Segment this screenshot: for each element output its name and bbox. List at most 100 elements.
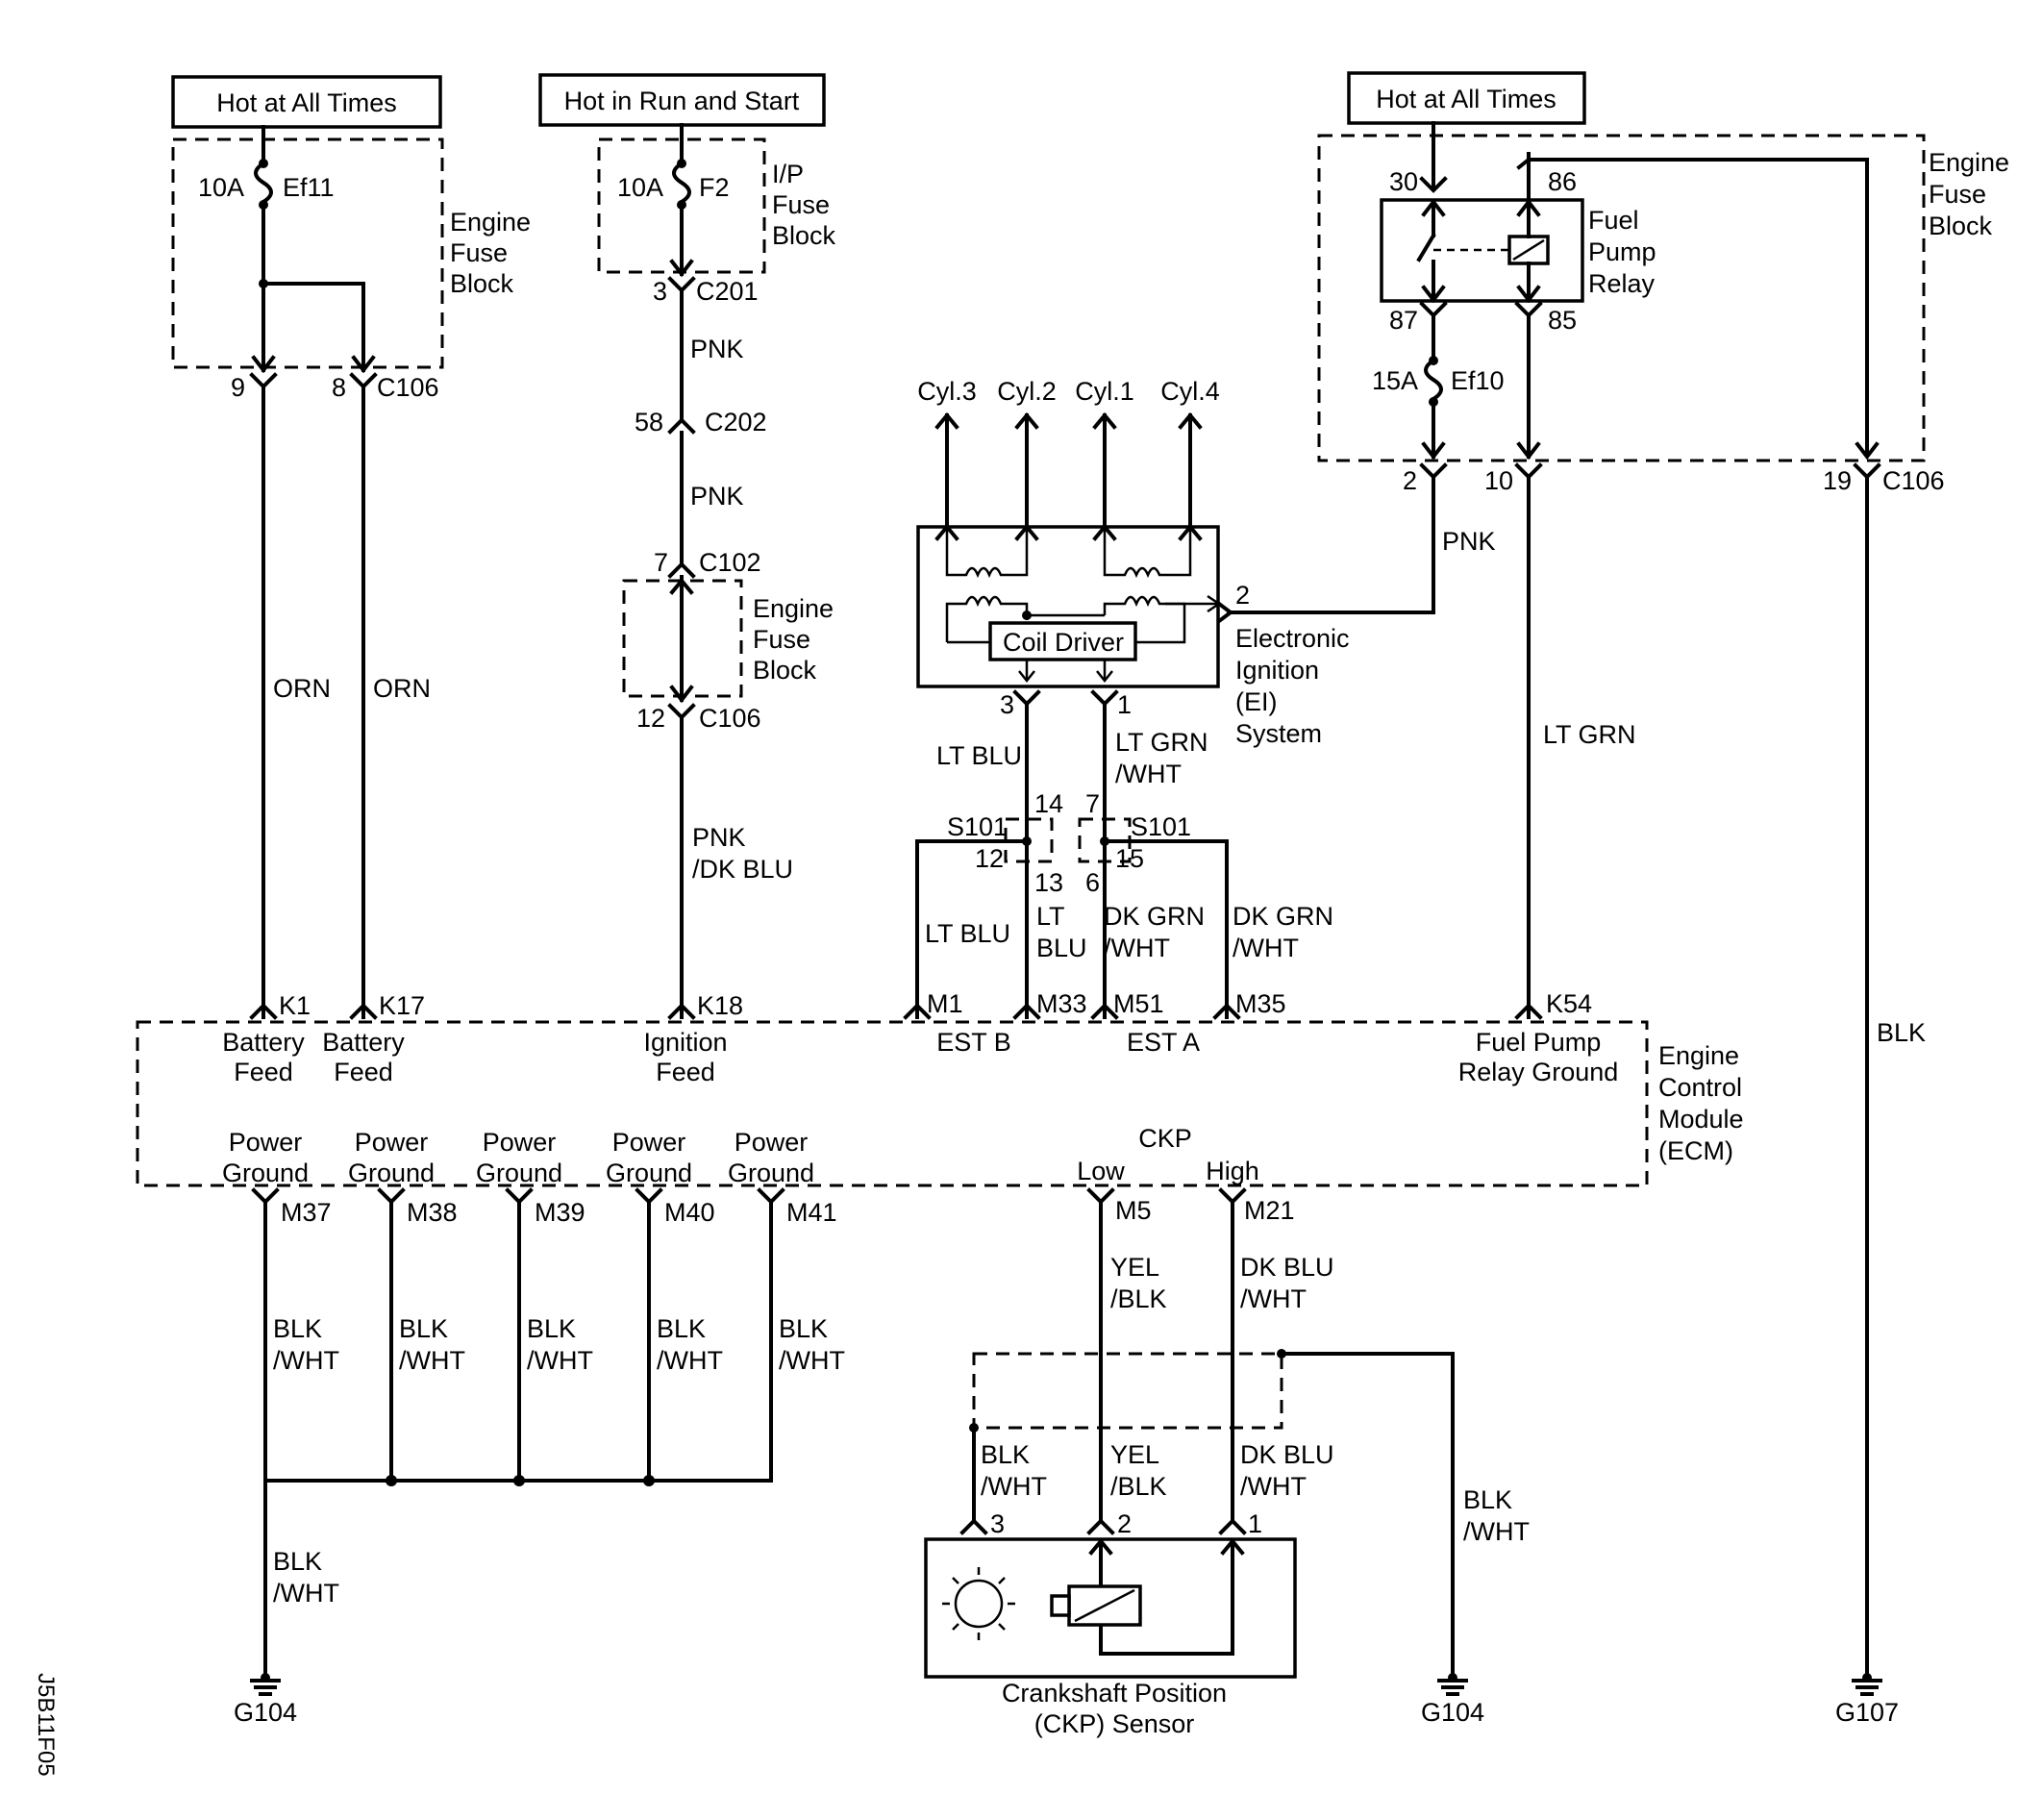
ckp-sensor: 3 2 1 Crankshaft Position (CKP) Sensor <box>924 1509 1297 1738</box>
label-engine-fuse-block-mid-1: Engine <box>753 594 834 623</box>
label-s101-pin-15: 15 <box>1115 844 1144 873</box>
label-battery-feed-1a: Battery <box>222 1028 305 1057</box>
ckp-shield: BLK /WHT YEL /BLK DK BLU /WHT BLK /WHT <box>969 1349 1530 1680</box>
wire-lt-blu-m1 <box>915 839 1029 1019</box>
label-wire-blk-wht-m38-2: /WHT <box>399 1346 465 1375</box>
label-ckp-pin-2: 2 <box>1117 1509 1132 1538</box>
fuel-pump-relay: 30 86 87 85 Fuel Pump Relay <box>1380 121 1869 454</box>
label-power-ground-m37-a: Power <box>229 1128 303 1157</box>
label-wire-yel-blk-3: YEL <box>1110 1440 1159 1469</box>
connector-c202: 58 C202 <box>635 408 767 436</box>
label-wire-blk-wht-g104r-1: BLK <box>1463 1485 1512 1514</box>
label-battery-feed-2a: Battery <box>322 1028 405 1057</box>
label-ckp-sensor-1: Crankshaft Position <box>1002 1679 1227 1708</box>
label-ckp-pin-3: 3 <box>990 1509 1005 1538</box>
label-ckp-high: High <box>1206 1157 1259 1185</box>
label-engine-fuse-block-mid-2: Fuse <box>753 625 810 654</box>
label-s101-left: S101 <box>947 812 1008 841</box>
label-wire-pnk-dk-blu-1: PNK <box>692 823 746 852</box>
label-wire-blk-wht-m37-2: /WHT <box>273 1346 339 1375</box>
label-pin-k54: K54 <box>1546 989 1592 1018</box>
label-pin-m37: M37 <box>281 1198 332 1227</box>
wire-dk-grn-wht-m35 <box>1103 839 1229 1019</box>
label-ckp-pin-1: 1 <box>1248 1509 1262 1538</box>
label-wire-blk-wht-m40-1: BLK <box>657 1314 706 1343</box>
label-pin-2-c106: 2 <box>1403 466 1417 495</box>
label-s101-right: S101 <box>1131 812 1191 841</box>
label-wire-blk-wht-g104-2: /WHT <box>273 1579 339 1608</box>
label-power-ground-m41-b: Ground <box>728 1159 814 1187</box>
label-coil-driver: Coil Driver <box>1003 628 1124 657</box>
label-pin-m33: M33 <box>1036 989 1087 1018</box>
label-pin-m51: M51 <box>1113 989 1164 1018</box>
label-cyl-3: Cyl.3 <box>917 377 977 406</box>
label-power-ground-m41-a: Power <box>735 1128 809 1157</box>
label-engine-fuse-block-left-1: Engine <box>450 208 531 237</box>
fuse-f2-symbol <box>672 161 691 205</box>
label-pin-10-c106: 10 <box>1484 466 1513 495</box>
label-wire-blk-wht-drain-1: BLK <box>981 1440 1030 1469</box>
engine-fuse-block-right: Engine Fuse Block <box>1317 134 2009 462</box>
label-cyl-2: Cyl.2 <box>997 377 1057 406</box>
label-c202: C202 <box>705 408 767 436</box>
power-source-hot-in-run-start: Hot in Run and Start <box>538 73 826 127</box>
label-engine-fuse-block-mid-3: Block <box>753 656 817 685</box>
power-ground-wires: BLK /WHT BLK /WHT BLK /WHT BLK /WHT BLK … <box>263 1200 845 1680</box>
label-power-ground-m38-b: Ground <box>348 1159 435 1187</box>
label-cyl-1: Cyl.1 <box>1075 377 1134 406</box>
label-wire-blk-wht-m41-1: BLK <box>779 1314 828 1343</box>
label-wire-dk-grn-m51-1: DK GRN <box>1104 902 1205 931</box>
label-fuel-pump-relay-3: Relay <box>1588 269 1656 298</box>
label-cyl-4: Cyl.4 <box>1160 377 1220 406</box>
label-wire-blk-g107: BLK <box>1877 1018 1926 1047</box>
label-wire-orn-1: ORN <box>273 674 331 703</box>
power-source-hot-at-all-times-left: Hot at All Times <box>171 75 442 129</box>
ecm-top-pins: K1 K17 K18 M1 M33 M51 M35 K54 <box>249 989 1592 1020</box>
label-pin-m40: M40 <box>664 1198 715 1227</box>
label-c106-left: C106 <box>377 373 439 402</box>
connector-c201: 3 C201 <box>653 276 759 306</box>
label-wire-dk-grn-m35-1: DK GRN <box>1233 902 1333 931</box>
label-ef11: Ef11 <box>283 173 335 202</box>
label-wire-blk-wht-m39-1: BLK <box>527 1314 576 1343</box>
label-ecm-3: Module <box>1658 1105 1744 1134</box>
label-wire-lt-grn-wht-2: /WHT <box>1115 760 1182 788</box>
label-est-a: EST A <box>1127 1028 1200 1057</box>
label-wire-yel-blk-1: YEL <box>1110 1253 1159 1282</box>
label-s101-pin-6: 6 <box>1085 868 1100 897</box>
ei-output-pins: 3 1 <box>1000 689 1132 719</box>
label-wire-dk-blu-wht-2: /WHT <box>1240 1284 1307 1313</box>
engine-fuse-block-left: 10A Ef11 Engine Fuse Block <box>171 125 531 374</box>
label-wire-blk-wht-drain-2: /WHT <box>981 1472 1047 1501</box>
label-ip-fuse-block-2: Fuse <box>772 190 830 219</box>
label-wire-yel-blk-2: /BLK <box>1110 1284 1167 1313</box>
label-pin-m38: M38 <box>407 1198 458 1227</box>
label-ip-fuse-block-1: I/P <box>772 160 804 188</box>
wire-pnk-ei-feed <box>1227 475 1435 614</box>
label-s101-pin-13: 13 <box>1034 868 1063 897</box>
label-fuse-10a-ef11: 10A <box>198 173 244 202</box>
label-c102: C102 <box>699 548 761 577</box>
ecm-bottom-pins: M37 M38 M39 M40 M41 M5 M21 <box>251 1187 1295 1227</box>
label-power-ground-m38-a: Power <box>355 1128 429 1157</box>
connector-c106-mid: 12 C106 <box>636 703 761 733</box>
label-fuse-10a-f2: 10A <box>617 173 663 202</box>
label-ecm-2: Control <box>1658 1073 1742 1102</box>
label-wire-blk-wht-m41-2: /WHT <box>779 1346 845 1375</box>
label-wire-dk-blu-wht-3: DK BLU <box>1240 1440 1334 1469</box>
cylinder-leads: Cyl.3 Cyl.2 Cyl.1 Cyl.4 <box>917 377 1220 531</box>
label-wire-pnk-1: PNK <box>690 335 744 363</box>
label-power-ground-m39-b: Ground <box>476 1159 562 1187</box>
label-wire-dk-grn-m35-2: /WHT <box>1233 934 1299 962</box>
ip-fuse-block: 10A F2 I/P Fuse Block <box>597 123 836 278</box>
label-power-ground-m37-b: Ground <box>222 1159 309 1187</box>
label-ignition-feed-1: Ignition <box>643 1028 727 1057</box>
label-wire-pnk-ei: PNK <box>1442 527 1496 556</box>
label-ckp-low: Low <box>1077 1157 1125 1185</box>
ground-g107: G107 <box>1835 1673 1899 1727</box>
label-pin-12-c106: 12 <box>636 704 665 733</box>
label-f2: F2 <box>699 173 730 202</box>
label-fuel-pump-relay-ground-2: Relay Ground <box>1458 1058 1619 1086</box>
label-power-ground-m40-a: Power <box>612 1128 686 1157</box>
